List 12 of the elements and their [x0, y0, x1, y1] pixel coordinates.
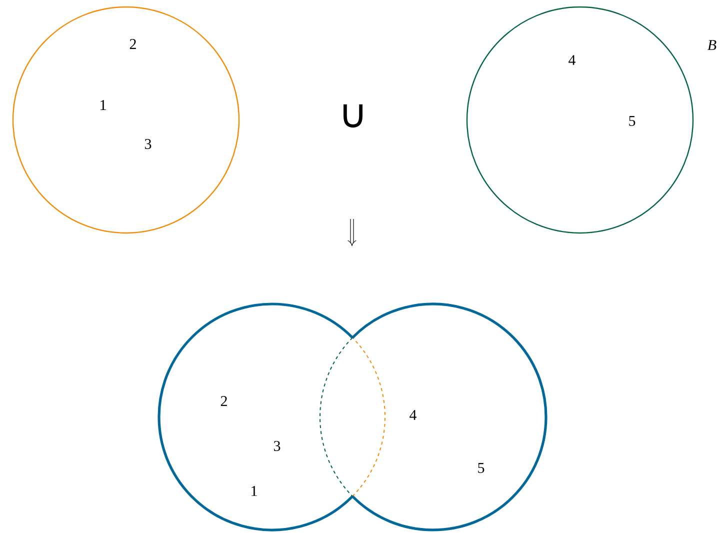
element-number: 5 [478, 463, 484, 473]
element-number: 1 [252, 486, 257, 496]
element-number: 3 [274, 440, 280, 452]
set-name: B [708, 40, 716, 50]
element-number: 3 [144, 138, 152, 150]
element-number: 2 [220, 396, 227, 406]
element-number: 5 [629, 116, 636, 126]
element-number: 2 [130, 39, 136, 49]
element-number: 4 [568, 55, 576, 65]
element-number: 4 [410, 410, 416, 420]
element-number: 1 [100, 100, 106, 110]
union-symbol: ∪ [344, 104, 362, 128]
